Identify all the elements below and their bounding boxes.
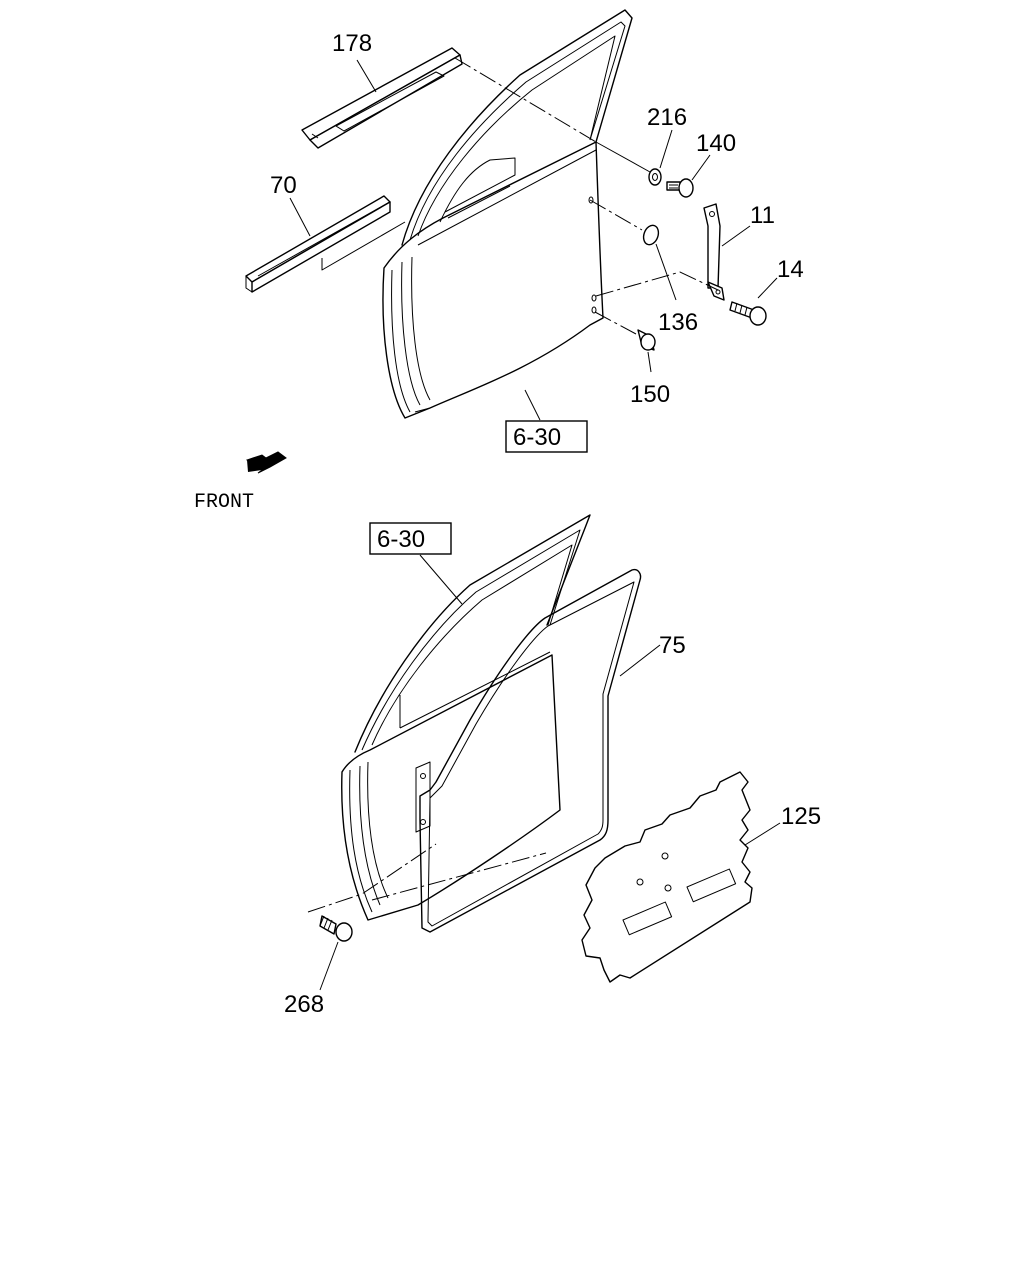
leader-lines-top	[289, 59, 778, 421]
part-75-door-seal	[371, 568, 642, 933]
label-part-178: 178	[332, 30, 372, 57]
part-140-bolt	[666, 178, 694, 198]
reference-label-top: 6-30	[513, 424, 561, 451]
part-125-sealing-sheet	[581, 771, 753, 983]
part-70-weatherstrip	[245, 195, 406, 293]
part-178-upper-channel	[301, 47, 597, 149]
part-150-bumper	[591, 294, 656, 351]
reference-label-bottom: 6-30	[377, 526, 425, 553]
front-direction-label: FRONT	[194, 491, 254, 514]
part-268-clip	[307, 843, 437, 942]
part-136-hole-plug	[588, 196, 660, 246]
label-part-216: 216	[647, 104, 687, 131]
label-part-136: 136	[658, 309, 698, 336]
label-part-14: 14	[777, 256, 804, 283]
label-part-70: 70	[270, 172, 297, 199]
part-216-washer	[595, 141, 662, 186]
label-part-125: 125	[781, 803, 821, 830]
label-part-268: 268	[284, 991, 324, 1018]
reference-box-bottom	[369, 522, 452, 555]
label-part-150: 150	[630, 381, 670, 408]
leader-lines-bottom	[319, 554, 781, 991]
front-door-panel-top	[382, 9, 633, 419]
label-part-140: 140	[696, 130, 736, 157]
part-11-door-check-link	[595, 203, 725, 301]
part-14-bolt	[729, 301, 767, 326]
label-part-11: 11	[750, 202, 775, 229]
label-part-75: 75	[659, 632, 686, 659]
reference-box-top	[505, 420, 588, 453]
front-arrow-icon	[245, 451, 287, 474]
